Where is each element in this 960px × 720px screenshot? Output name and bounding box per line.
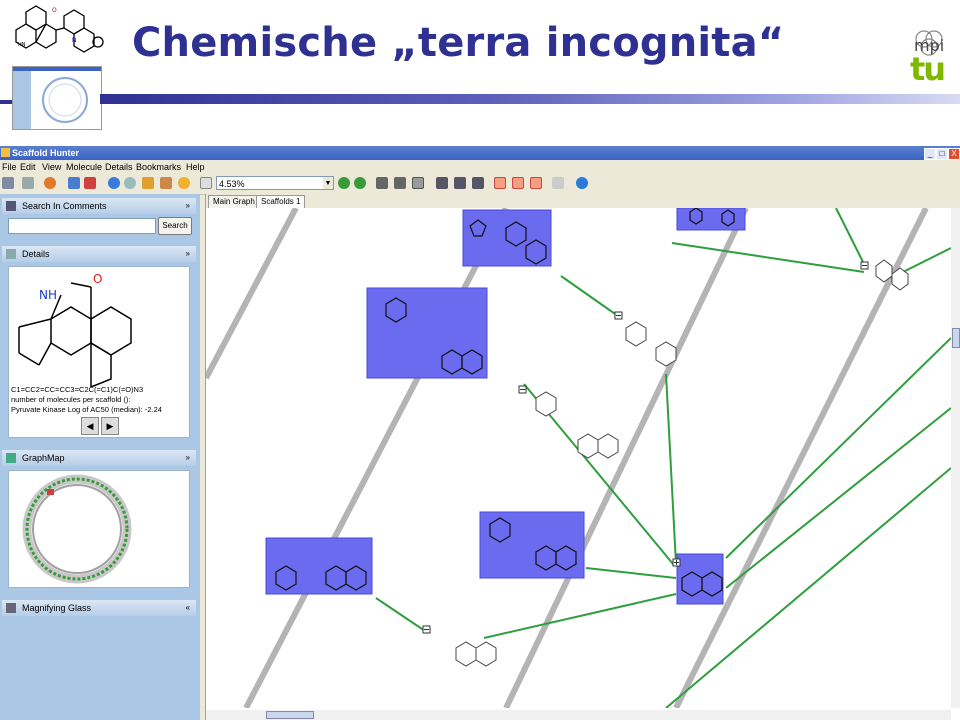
zoom-tool-icon[interactable] bbox=[200, 177, 212, 189]
menu-bar: File Edit View Molecule Details Bookmark… bbox=[0, 160, 960, 174]
menu-file[interactable]: File bbox=[2, 162, 17, 172]
refresh-icon[interactable] bbox=[44, 177, 56, 189]
tree-icon[interactable] bbox=[436, 177, 448, 189]
forward-icon[interactable] bbox=[124, 177, 136, 189]
slide-header: O N HN Chemische „terra incognita“ mpi t… bbox=[0, 0, 960, 140]
back-icon[interactable] bbox=[108, 177, 120, 189]
property-name: Pyruvate Kinase Log of AC50 (median): bbox=[11, 405, 143, 414]
graph-panel: Main Graph Scaffolds 1 bbox=[205, 194, 960, 720]
zoom-out-icon[interactable] bbox=[354, 177, 366, 189]
details-panel-title: Details bbox=[22, 249, 50, 259]
tab-scaffolds-1[interactable]: Scaffolds 1 bbox=[256, 195, 306, 208]
svg-text:HN: HN bbox=[18, 42, 26, 48]
menu-edit[interactable]: Edit bbox=[20, 162, 36, 172]
menu-help[interactable]: Help bbox=[186, 162, 205, 172]
search-panel-title: Search In Comments bbox=[22, 201, 107, 211]
zoom-value: 4.53% bbox=[219, 179, 245, 189]
property-value: -2.24 bbox=[144, 405, 162, 414]
vertical-scrollbar[interactable] bbox=[951, 208, 960, 708]
horizontal-scroll-thumb[interactable] bbox=[266, 711, 314, 719]
scaffold-hunter-window: Scaffold Hunter _ □ X File Edit View Mol… bbox=[0, 146, 960, 720]
next-icon[interactable]: ▶ bbox=[101, 417, 119, 435]
graphmap-panel-title: GraphMap bbox=[22, 453, 65, 463]
collapse-icon[interactable]: » bbox=[185, 201, 190, 210]
tab-main-graph[interactable]: Main Graph bbox=[208, 195, 260, 208]
zoom-in-icon[interactable] bbox=[338, 177, 350, 189]
scaffold-tree-canvas[interactable] bbox=[206, 208, 951, 708]
property-label: Pyruvate Kinase Log of AC50 (median): -2… bbox=[11, 405, 162, 414]
menu-molecule[interactable]: Molecule bbox=[66, 162, 103, 172]
smiles-text: C1=CC2=CC=CC3=C2C(=C1)C(=O)N3 bbox=[11, 385, 144, 394]
mpi-logo-text: mpi bbox=[914, 36, 945, 55]
layout-icon[interactable] bbox=[412, 177, 424, 189]
details-icon bbox=[6, 249, 16, 259]
atom-nh: NH bbox=[39, 288, 57, 302]
app-thumbnail bbox=[12, 66, 102, 130]
graph-tabs: Main Graph Scaffolds 1 bbox=[206, 194, 960, 208]
select-subtree-icon[interactable] bbox=[512, 177, 524, 189]
expand-icon[interactable] bbox=[376, 177, 388, 189]
magnifier-icon bbox=[6, 201, 16, 211]
molecule-count-label: number of molecules per scaffold (): bbox=[11, 395, 131, 404]
minimize-button[interactable]: _ bbox=[924, 148, 936, 160]
search-input[interactable] bbox=[8, 218, 156, 234]
window-titlebar: Scaffold Hunter _ □ X bbox=[0, 146, 960, 160]
window-title: Scaffold Hunter bbox=[12, 148, 80, 158]
previous-icon[interactable]: ◀ bbox=[81, 417, 99, 435]
details-panel-header[interactable]: Details » bbox=[2, 246, 196, 262]
menu-details[interactable]: Details bbox=[105, 162, 133, 172]
highlight-icon[interactable] bbox=[178, 177, 190, 189]
graphmap-overview[interactable] bbox=[8, 470, 190, 588]
collapse-icon[interactable] bbox=[394, 177, 406, 189]
graphmap-icon bbox=[6, 453, 16, 463]
molecule-thumbnail: O N HN bbox=[15, 5, 104, 53]
zoom-combobox[interactable]: 4.53% ▼ bbox=[216, 176, 334, 190]
scaffold-structure: NH O bbox=[18, 272, 132, 387]
select-all-icon[interactable] bbox=[494, 177, 506, 189]
details-panel: NH O C1=CC2=CC=CC3=C2C(=C1)C(=O)N3 numbe… bbox=[8, 266, 190, 438]
svg-text:O: O bbox=[52, 7, 57, 14]
svg-text:N: N bbox=[72, 37, 77, 44]
save-icon[interactable] bbox=[2, 177, 14, 189]
title-underline-bar bbox=[100, 94, 960, 104]
vertical-scroll-thumb[interactable] bbox=[952, 328, 960, 348]
app-icon bbox=[1, 148, 10, 157]
print-icon[interactable] bbox=[22, 177, 34, 189]
magnifying-glass-icon bbox=[6, 603, 16, 613]
sidebar: Search In Comments » Search Details » bbox=[0, 194, 200, 720]
slide-title: Chemische „terra incognita“ bbox=[132, 20, 785, 66]
collapse-icon[interactable]: » bbox=[185, 249, 190, 258]
magnifier-panel-title: Magnifying Glass bbox=[22, 603, 92, 613]
graphmap-panel-header[interactable]: GraphMap » bbox=[2, 450, 196, 466]
maximize-button[interactable]: □ bbox=[936, 148, 948, 160]
help-icon[interactable] bbox=[576, 177, 588, 189]
deselect-icon[interactable] bbox=[530, 177, 542, 189]
home-icon[interactable] bbox=[142, 177, 154, 189]
magnifier-panel-header[interactable]: Magnifying Glass « bbox=[2, 600, 196, 616]
mpi-logo-icon bbox=[915, 30, 943, 56]
pointer-icon[interactable] bbox=[552, 177, 564, 189]
tree-balloon-icon[interactable] bbox=[472, 177, 484, 189]
user-icon[interactable] bbox=[68, 177, 80, 189]
collapse-icon[interactable]: » bbox=[185, 453, 190, 462]
tree-radial-icon[interactable] bbox=[454, 177, 466, 189]
horizontal-scrollbar[interactable] bbox=[206, 710, 951, 720]
expand-icon[interactable]: « bbox=[185, 603, 190, 612]
title-accent-left bbox=[0, 100, 12, 104]
scaffold-tree-graph bbox=[206, 208, 951, 708]
toolbar: 4.53% ▼ bbox=[0, 174, 960, 195]
menu-view[interactable]: View bbox=[42, 162, 62, 172]
menu-bookmarks[interactable]: Bookmarks bbox=[136, 162, 182, 172]
search-button[interactable]: Search bbox=[158, 217, 192, 235]
chevron-down-icon[interactable]: ▼ bbox=[323, 177, 333, 189]
bookmark-icon[interactable] bbox=[84, 177, 96, 189]
search-panel-header[interactable]: Search In Comments » bbox=[2, 198, 196, 214]
tu-logo-text: tu bbox=[910, 50, 946, 88]
atom-o: O bbox=[93, 272, 102, 286]
filter-icon[interactable] bbox=[160, 177, 172, 189]
close-button[interactable]: X bbox=[948, 148, 960, 160]
